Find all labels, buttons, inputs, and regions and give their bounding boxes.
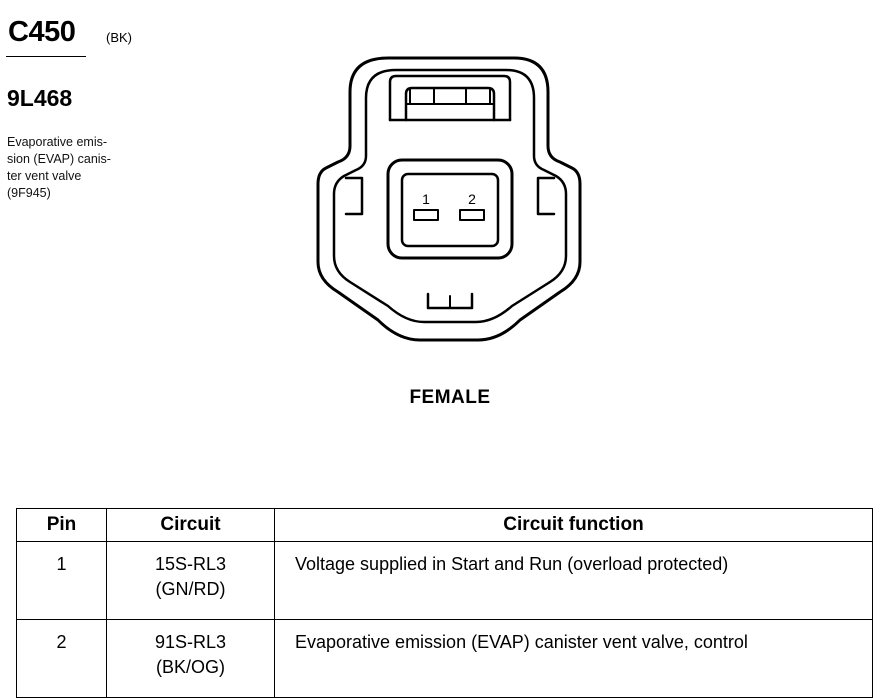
circuit-cell: 91S-RL3 (BK/OG): [106, 619, 275, 698]
description-line: Evaporative emis-: [7, 135, 108, 149]
pin-cell: 2: [16, 619, 107, 698]
description-line: ter vent valve: [7, 169, 82, 183]
part-number: 9L468: [7, 85, 73, 111]
circuit-function-cell: Evaporative emission (EVAP) canister ven…: [274, 619, 873, 698]
pin-cell: 1: [16, 541, 107, 620]
component-description: Evaporative emis- sion (EVAP) canis- ter…: [7, 134, 111, 202]
connector-id: C450: [8, 16, 76, 48]
pin-label-1: 1: [422, 191, 430, 207]
terminal-1: [413, 209, 439, 221]
pin-label-2: 2: [468, 191, 476, 207]
side-key-right: [536, 176, 556, 216]
wire-color: (BK/OG): [155, 657, 225, 677]
latch-ramp: [404, 86, 496, 122]
table-row: 1 15S-RL3 (GN/RD) Voltage supplied in St…: [16, 541, 873, 620]
terminal-2: [459, 209, 485, 221]
circuit-cell: 15S-RL3 (GN/RD): [106, 541, 275, 620]
latch-tab-left: [409, 87, 435, 105]
column-header-pin: Pin: [16, 508, 107, 542]
title-underline: [6, 56, 86, 57]
circuit-number: 15S-RL3: [154, 554, 227, 574]
column-header-circuit: Circuit: [106, 508, 275, 542]
terminal-cavity-inner: [400, 172, 500, 248]
circuit-function-cell: Voltage supplied in Start and Run (overl…: [274, 541, 873, 620]
connector-inner-housing: [332, 68, 568, 324]
table-row: 2 91S-RL3 (BK/OG) Evaporative emission (…: [16, 619, 873, 698]
terminal-cavity-outer: [386, 158, 514, 260]
locking-latch: [388, 74, 512, 122]
pinout-table: Pin Circuit Circuit function 1 15S-RL3 (…: [16, 508, 873, 698]
table-header-row: Pin Circuit Circuit function: [16, 508, 873, 542]
description-line: sion (EVAP) canis-: [7, 152, 111, 166]
connector-face-diagram: 1 2: [316, 56, 582, 342]
connector-outer-housing: [316, 56, 582, 342]
column-header-circuit-function: Circuit function: [274, 508, 873, 542]
connector-color-code: (BK): [106, 30, 132, 45]
circuit-number: 91S-RL3: [154, 632, 227, 652]
wire-color: (GN/RD): [155, 579, 226, 599]
side-key-left: [344, 176, 364, 216]
description-line: (9F945): [7, 186, 51, 200]
connector-gender-label: FEMALE: [409, 387, 491, 408]
latch-tab-right: [465, 87, 491, 105]
